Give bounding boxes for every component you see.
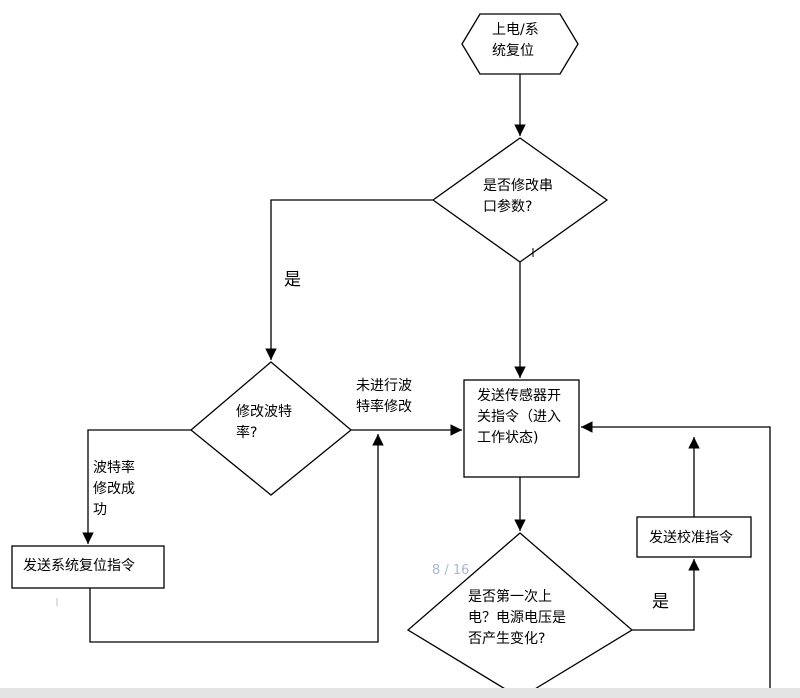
edge-label-yes-left: 是 (284, 270, 301, 290)
process-send-reset (11, 545, 165, 589)
page-number: 8 / 16 (432, 563, 470, 578)
edge-baud-modified-to-reset (82, 429, 191, 544)
edge-reset-to-sensor (89, 434, 384, 643)
bottom-scroll-strip (0, 688, 800, 698)
node-modify-baud-text: 修改波特 率? (236, 404, 292, 441)
node-send-calibration-text: 发送校准指令 (649, 530, 733, 546)
start-hexagon (461, 13, 579, 75)
edge-first-power-yes-to-calibration (632, 559, 700, 631)
edge-loop-back-to-sensor (581, 421, 771, 690)
edge-label-yes-right: 是 (652, 592, 669, 612)
node-first-power-check-text: 是否第一次上 电？电源电压是 否产生变化? (468, 589, 566, 647)
edge-label-baud-modified-success: 波特率 修改成 功 (93, 460, 135, 518)
decision-modify-baud (189, 361, 353, 496)
edge-label-baud-not-modified: 未进行波 特率修改 (356, 378, 412, 415)
process-send-sensor-switch (463, 379, 580, 478)
edge-serial-yes-to-baud (265, 199, 433, 360)
decision-first-power (406, 532, 634, 698)
node-send-reset-text: 发送系统复位指令 (23, 558, 135, 574)
node-power-on-text: 上电/系 统复位 (492, 22, 539, 59)
node-modify-serial-text: 是否修改串 口参数? (483, 178, 553, 215)
node-send-sensor-switch-text: 发送传感器开 关指令（进入 工作状态) (477, 388, 561, 446)
